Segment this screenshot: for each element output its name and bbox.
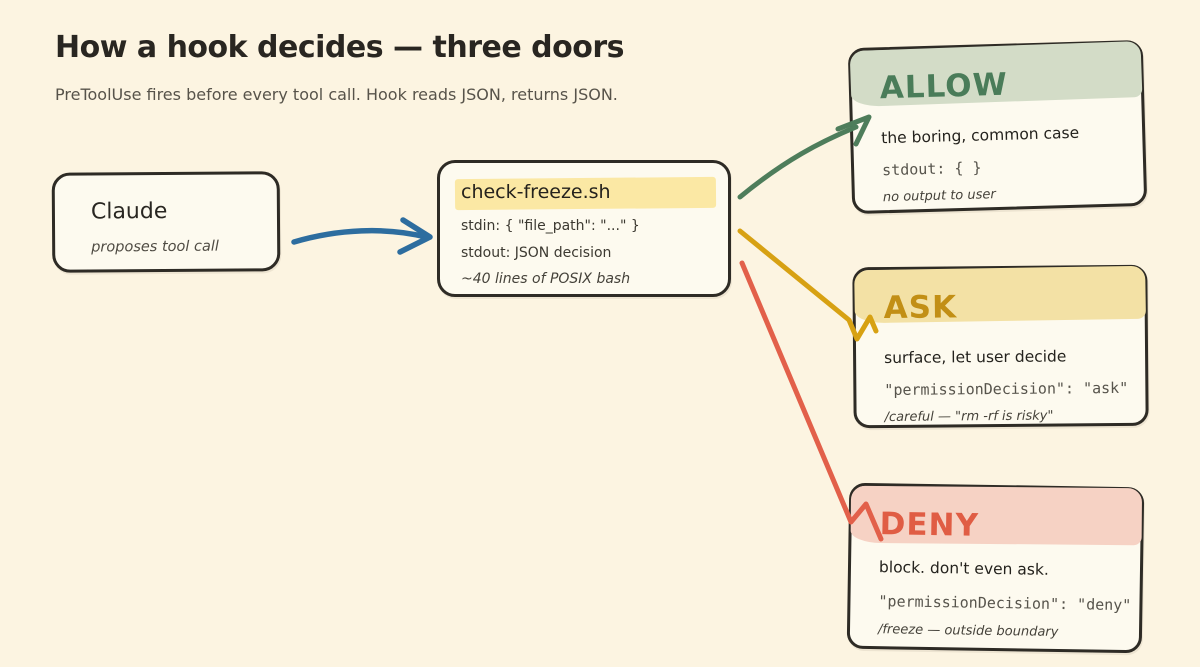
hook-stdout-line: stdout: JSON decision — [461, 245, 612, 261]
deny-door-label: DENY — [879, 506, 980, 544]
allow-door-label: ALLOW — [879, 66, 1009, 107]
allow-door-description: the boring, common case — [881, 123, 1080, 148]
ask-door-card: ASK surface, let user decide "permission… — [852, 264, 1149, 429]
claude-node-title: Claude — [90, 198, 168, 225]
hook-caption: ~40 lines of POSIX bash — [461, 271, 631, 287]
hook-script-card: check-freeze.sh stdin: { "file_path": ".… — [437, 160, 731, 297]
allow-door-card: ALLOW the boring, common case stdout: { … — [847, 39, 1148, 215]
allow-door-code: stdout: { } — [881, 158, 982, 180]
claude-node-caption: proposes tool call — [91, 238, 219, 256]
deny-door-card: DENY block. don't even ask. "permissionD… — [846, 482, 1145, 654]
page-subtitle: PreToolUse fires before every tool call.… — [55, 85, 618, 104]
ask-door-caption: /careful — "rm -rf is risky" — [884, 408, 1054, 426]
hook-script-title: check-freeze.sh — [461, 181, 611, 203]
deny-door-caption: /freeze — outside boundary — [877, 622, 1059, 640]
ask-door-label: ASK — [883, 289, 958, 327]
hook-stdin-line: stdin: { "file_path": "..." } — [461, 218, 640, 234]
ask-door-description: surface, let user decide — [884, 347, 1067, 368]
claude-node-card: Claude proposes tool call — [51, 171, 281, 273]
ask-door-code: "permissionDecision": "ask" — [884, 378, 1129, 400]
deny-door-description: block. don't even ask. — [878, 558, 1049, 579]
page-title: How a hook decides — three doors — [55, 30, 624, 65]
allow-door-caption: no output to user — [882, 187, 996, 206]
deny-door-code: "permissionDecision": "deny" — [878, 592, 1132, 615]
claude-to-hook-arrow-icon — [291, 217, 433, 255]
